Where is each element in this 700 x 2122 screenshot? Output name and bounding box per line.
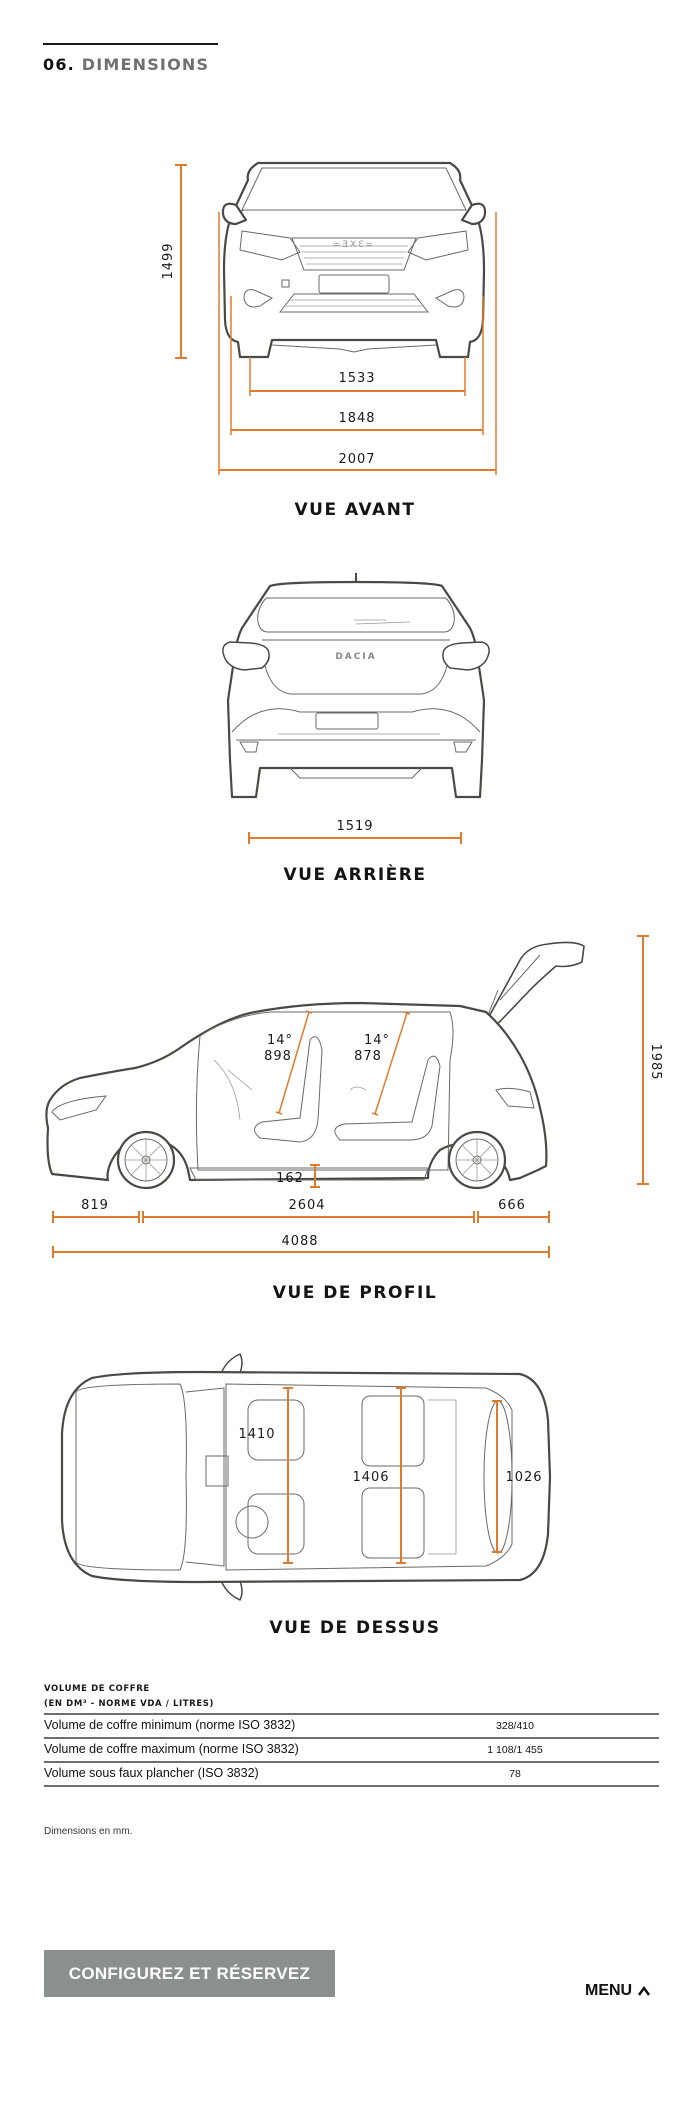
chevron-up-icon <box>638 1986 651 1996</box>
table-divider <box>44 1737 659 1739</box>
boot-width-label: 1026 <box>505 1470 542 1485</box>
front-headroom-label: 898 <box>264 1049 292 1064</box>
front-seat-angle-label: 14° <box>267 1033 293 1048</box>
units-note: Dimensions en mm. <box>44 1826 133 1837</box>
wheelbase-label: 2604 <box>288 1198 325 1213</box>
ground-clearance-label: 162 <box>276 1171 304 1186</box>
front-view-drawing: =ƎXƐ= 1499 1533 1848 2007 <box>161 161 497 475</box>
front-overhang-label: 819 <box>81 1198 109 1213</box>
front-width-label: 1848 <box>338 411 375 426</box>
table-row-value: 78 <box>509 1768 521 1780</box>
rear-seat-angle-label: 14° <box>364 1033 390 1048</box>
table-row-value: 328/410 <box>496 1720 534 1732</box>
table-row-label: Volume de coffre maximum (norme ISO 3832… <box>44 1742 299 1756</box>
table-row-label: Volume sous faux plancher (ISO 3832) <box>44 1766 259 1780</box>
caption-profile-view: VUE DE PROFIL <box>272 1283 438 1303</box>
caption-front-view: VUE AVANT <box>294 500 416 520</box>
caption-rear-view: VUE ARRIÈRE <box>283 865 427 885</box>
table-divider <box>44 1785 659 1787</box>
rear-elbow-width-label: 1406 <box>352 1470 389 1485</box>
length-label: 4088 <box>281 1234 318 1249</box>
menu-button[interactable]: MENU <box>585 1982 651 2000</box>
front-track-label: 1533 <box>338 371 375 386</box>
rear-headroom-label: 878 <box>354 1049 382 1064</box>
page-title: 06. DIMENSIONS <box>43 55 209 74</box>
rear-track-label: 1519 <box>336 819 373 834</box>
configure-and-reserve-button[interactable]: CONFIGUREZ ET RÉSERVEZ <box>44 1950 335 1997</box>
top-view-drawing: 1410 1406 1026 <box>60 1353 552 1601</box>
front-width-mirrors-label: 2007 <box>338 452 375 467</box>
boot-table-subtitle: (EN DM³ - NORME VDA / LITRES) <box>44 1699 214 1709</box>
header-rule <box>43 43 218 45</box>
table-row-value: 1 108/1 455 <box>487 1744 543 1756</box>
boot-table-title: VOLUME DE COFFRE <box>44 1684 150 1694</box>
rear-overhang-label: 666 <box>498 1198 526 1213</box>
svg-text:=ƎXƐ=: =ƎXƐ= <box>333 240 375 250</box>
front-elbow-width-label: 1410 <box>238 1427 275 1442</box>
menu-label: MENU <box>585 1982 633 1999</box>
section-number: 06. <box>43 55 75 74</box>
front-height-label: 1499 <box>161 242 176 279</box>
rear-badge: DACIA <box>335 652 376 662</box>
caption-top-view: VUE DE DESSUS <box>269 1618 441 1638</box>
dimension-drawings: .o { stroke:#e07b2e; stroke-width:2; fil… <box>45 161 663 1601</box>
section-title: DIMENSIONS <box>81 55 210 74</box>
table-row-label: Volume de coffre minimum (norme ISO 3832… <box>44 1718 296 1732</box>
rear-view-drawing: DACIA 1519 <box>222 573 490 844</box>
table-divider <box>44 1761 659 1763</box>
table-divider <box>44 1713 659 1715</box>
profile-height-label: 1985 <box>648 1043 663 1080</box>
profile-view-drawing: 14° 898 14° 878 162 1985 819 2604 666 40… <box>45 935 663 1258</box>
